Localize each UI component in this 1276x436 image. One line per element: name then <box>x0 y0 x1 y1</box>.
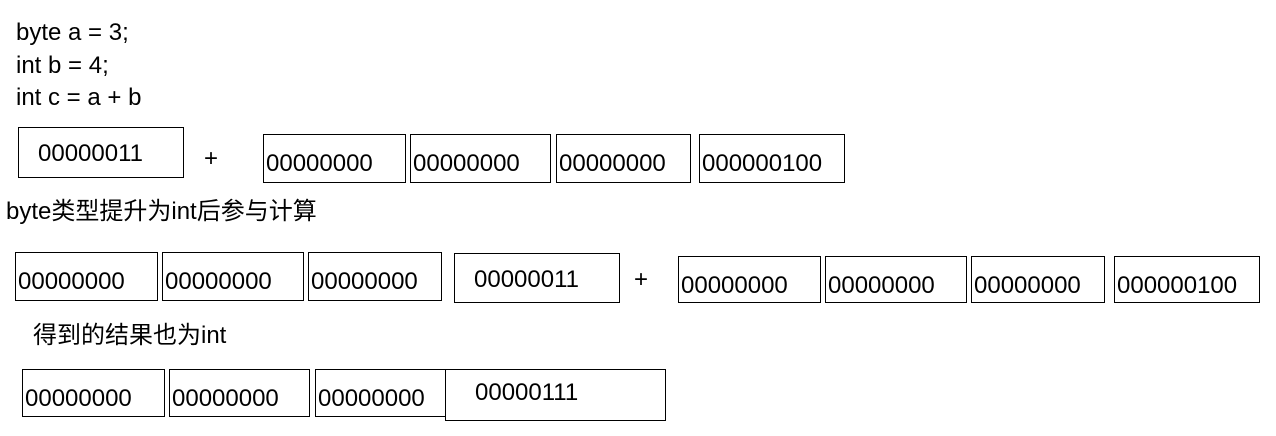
int-b2-byte-1: 00000000 <box>678 256 821 303</box>
int-b2-byte-2: 00000000 <box>825 256 967 303</box>
code-line-2: int b = 4; <box>16 52 109 79</box>
int-b-byte-1: 00000000 <box>263 134 406 183</box>
int-b2-byte-4: 000000100 <box>1114 256 1260 303</box>
promoted-a-byte-2: 00000000 <box>162 252 304 301</box>
int-b-byte-3: 00000000 <box>556 134 691 183</box>
result-note: 得到的结果也为int <box>33 322 227 349</box>
plus-operator-1: + <box>204 145 219 172</box>
promoted-a-byte-4: 00000011 <box>454 253 620 303</box>
byte-a-box: 00000011 <box>18 127 184 178</box>
result-byte-2: 00000000 <box>169 369 310 417</box>
int-b-byte-4: 000000100 <box>699 134 845 183</box>
result-byte-4: 00000111 <box>445 369 666 421</box>
code-line-1: byte a = 3; <box>16 19 129 46</box>
int-b-byte-2: 00000000 <box>410 134 551 183</box>
plus-operator-2: + <box>634 266 649 293</box>
result-byte-1: 00000000 <box>22 369 165 417</box>
code-line-3: int c = a + b <box>16 84 142 111</box>
promoted-a-byte-3: 00000000 <box>308 252 442 301</box>
promotion-note: byte类型提升为int后参与计算 <box>6 198 317 225</box>
result-byte-3: 00000000 <box>315 369 447 417</box>
promoted-a-byte-1: 00000000 <box>15 252 158 301</box>
int-b2-byte-3: 00000000 <box>971 256 1105 303</box>
